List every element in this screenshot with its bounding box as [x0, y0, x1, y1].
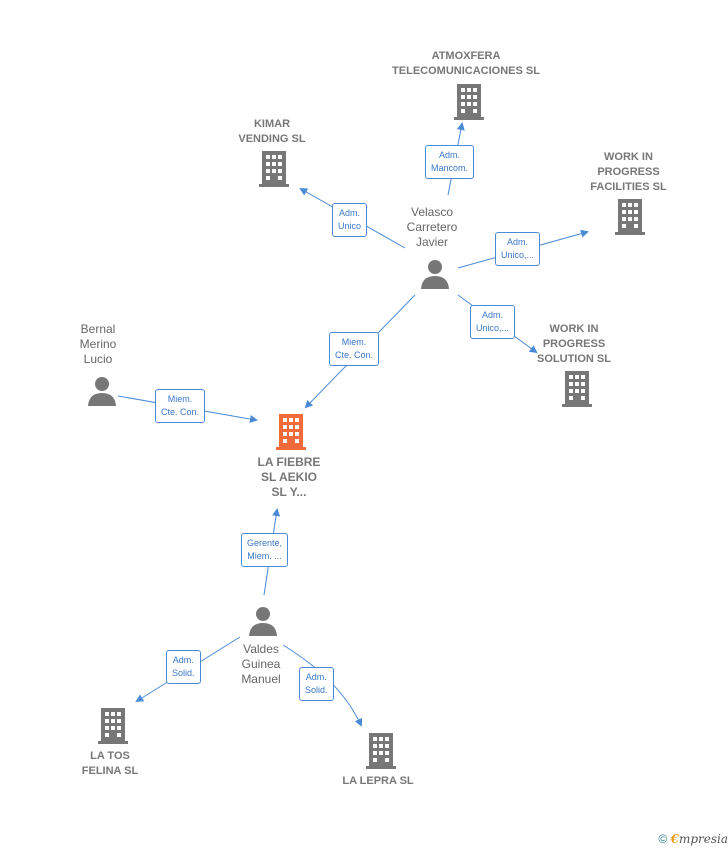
person-icon — [88, 377, 116, 406]
building-icon — [259, 151, 289, 187]
person-label-velasco[interactable]: Velasco Carretero Javier — [406, 205, 458, 249]
copyright-icon: © — [658, 832, 668, 846]
company-label-wip-facilities[interactable]: WORK IN PROGRESS FACILITIES SL — [590, 151, 667, 193]
person-label-valdes[interactable]: Valdes Guinea Manuel — [241, 642, 281, 686]
building-icon — [615, 199, 645, 235]
brand-logo: €mpresia — [670, 832, 728, 846]
edge-label-kimar[interactable]: Adm. Unico — [332, 203, 368, 237]
building-icon — [562, 371, 592, 407]
company-label-kimar[interactable]: KIMAR VENDING SL — [238, 118, 306, 145]
company-label-atmoxfera[interactable]: ATMOXFERA TELECOMUNICACIONES SL — [392, 50, 540, 77]
edge-label-valdes-main[interactable]: Gerente, Miem. ... — [241, 533, 289, 567]
edge-label-la-tos[interactable]: Adm. Solid. — [166, 650, 201, 684]
person-label-bernal[interactable]: Bernal Merino Lucio — [79, 322, 117, 366]
edge-label-bernal-main[interactable]: Miem. Cte. Con. — [155, 389, 206, 423]
company-label-la-tos[interactable]: LA TOS FELINA SL — [81, 750, 139, 777]
main-company-label[interactable]: LA FIEBRE SL AEKIO SL Y... — [257, 455, 321, 499]
building-icon — [98, 708, 128, 744]
main-building-icon — [276, 414, 306, 450]
edge-label-wip-facilities[interactable]: Adm. Unico,... — [495, 232, 541, 266]
person-icon — [421, 260, 449, 289]
building-icon — [454, 84, 484, 120]
footer-branding: © €mpresia — [658, 832, 728, 846]
company-label-wip-solution[interactable]: WORK IN PROGRESS SOLUTION SL — [537, 323, 611, 365]
edge-label-atmoxfera[interactable]: Adm. Mancom. — [425, 145, 475, 179]
edge-label-velasco-main[interactable]: Miem. Cte. Con. — [329, 332, 380, 366]
building-icon — [366, 733, 396, 769]
edge-label-la-lepra[interactable]: Adm. Solid. — [299, 667, 334, 701]
edge-label-wip-solution[interactable]: Adm. Unico,... — [470, 305, 516, 339]
company-label-la-lepra[interactable]: LA LEPRA SL — [342, 775, 414, 787]
person-icon — [249, 607, 277, 636]
